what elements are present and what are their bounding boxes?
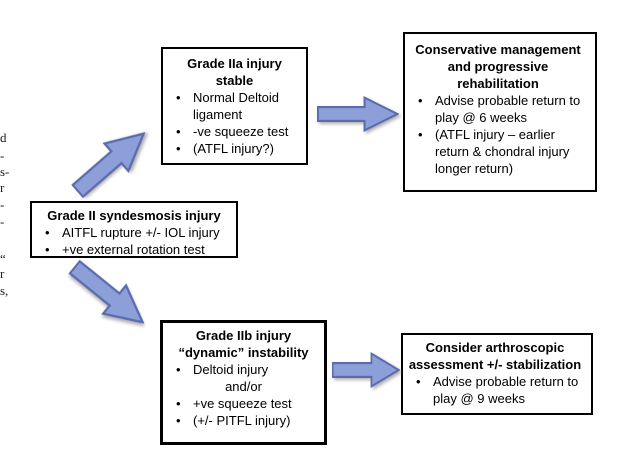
box-title: Consider arthroscopic [425,340,565,355]
cutoff-text-fragment: s, [0,283,9,298]
bullet-text: Advise probable return to play @ 9 weeks [433,374,579,406]
bullet-icon: • [176,124,181,139]
box-arthroscopic-assessment: Consider arthroscopic assessment +/- sta… [401,333,593,415]
bullet-text: (ATFL injury – earlier return & chondral… [435,127,570,176]
box-title: Grade II syndesmosis injury [47,208,221,223]
list-item: • +ve squeeze test [167,395,320,412]
list-item: • -ve squeeze test [167,123,302,140]
box-title: Conservative management [415,42,581,57]
bullet-text: Normal Deltoid ligament [193,90,279,122]
bullet-icon: • [176,141,181,156]
list-item: • +ve external rotation test [36,241,232,258]
list-item: • (+/- PITFL injury) [167,412,320,429]
arrow-right-icon [332,352,400,388]
bullet-icon: • [176,362,181,377]
box-title: Grade IIb injury [195,328,292,343]
list-item: • Advise probable return to play @ 6 wee… [409,92,587,126]
bullet-text: AITFL rupture +/- IOL injury [62,225,220,240]
box-grade2b-dynamic-instability: Grade IIb injury “dynamic” instability •… [160,320,327,445]
list-item: • (ATFL injury – earlier return & chondr… [409,126,587,177]
box-grade2-syndesmosis: Grade II syndesmosis injury • AITFL rupt… [30,201,238,258]
bullet-icon: • [176,413,181,428]
list-item: • Deltoid injury [167,361,320,378]
bullet-text: (ATFL injury?) [193,141,274,156]
box-title: assessment +/- stabilization [408,357,582,372]
cutoff-text-fragment: - [0,214,5,229]
cutoff-text-fragment: “ [0,251,6,266]
list-item: • Normal Deltoid ligament [167,89,302,123]
bullet-text: -ve squeeze test [193,124,289,139]
box-title: stable [215,73,254,88]
cutoff-text-fragment: - [0,197,5,212]
box-conservative-management: Conservative management and progressive … [403,32,597,192]
bullet-text: Advise probable return to play @ 6 weeks [435,93,581,125]
list-item: • Advise probable return to play @ 9 wee… [407,373,583,407]
box-title: “dynamic” instability [178,345,309,360]
bullet-icon: • [45,242,50,257]
bullet-text: +ve external rotation test [62,242,205,257]
and-or-line: and/or [225,379,262,394]
box-title: rehabilitation [457,76,539,91]
cutoff-text-fragment: s- [0,164,10,179]
list-item: • AITFL rupture +/- IOL injury [36,224,232,241]
box-title: Grade IIa injury [187,56,282,71]
bullet-text: Deltoid injury [193,362,269,377]
bullet-icon: • [176,396,181,411]
cutoff-text-fragment: - [0,148,5,163]
bullet-icon: • [416,374,421,389]
box-title: and progressive [447,59,549,74]
cutoff-text-fragment: r [0,266,5,281]
bullet-icon: • [176,90,181,105]
bullet-icon: • [45,225,50,240]
cutoff-text-fragment: r [0,180,5,195]
bullet-icon: • [418,127,423,142]
arrow-right-icon [317,96,399,132]
box-grade2a-stable: Grade IIa injury stable • Normal Deltoid… [161,47,308,165]
bullet-text: (+/- PITFL injury) [193,413,291,428]
arrow-up-right-icon [71,132,146,199]
arrow-down-right-icon [68,259,145,324]
cutoff-text-fragment: d [0,130,7,145]
list-item: • (ATFL injury?) [167,140,302,157]
bullet-icon: • [418,93,423,108]
bullet-text: +ve squeeze test [193,396,292,411]
